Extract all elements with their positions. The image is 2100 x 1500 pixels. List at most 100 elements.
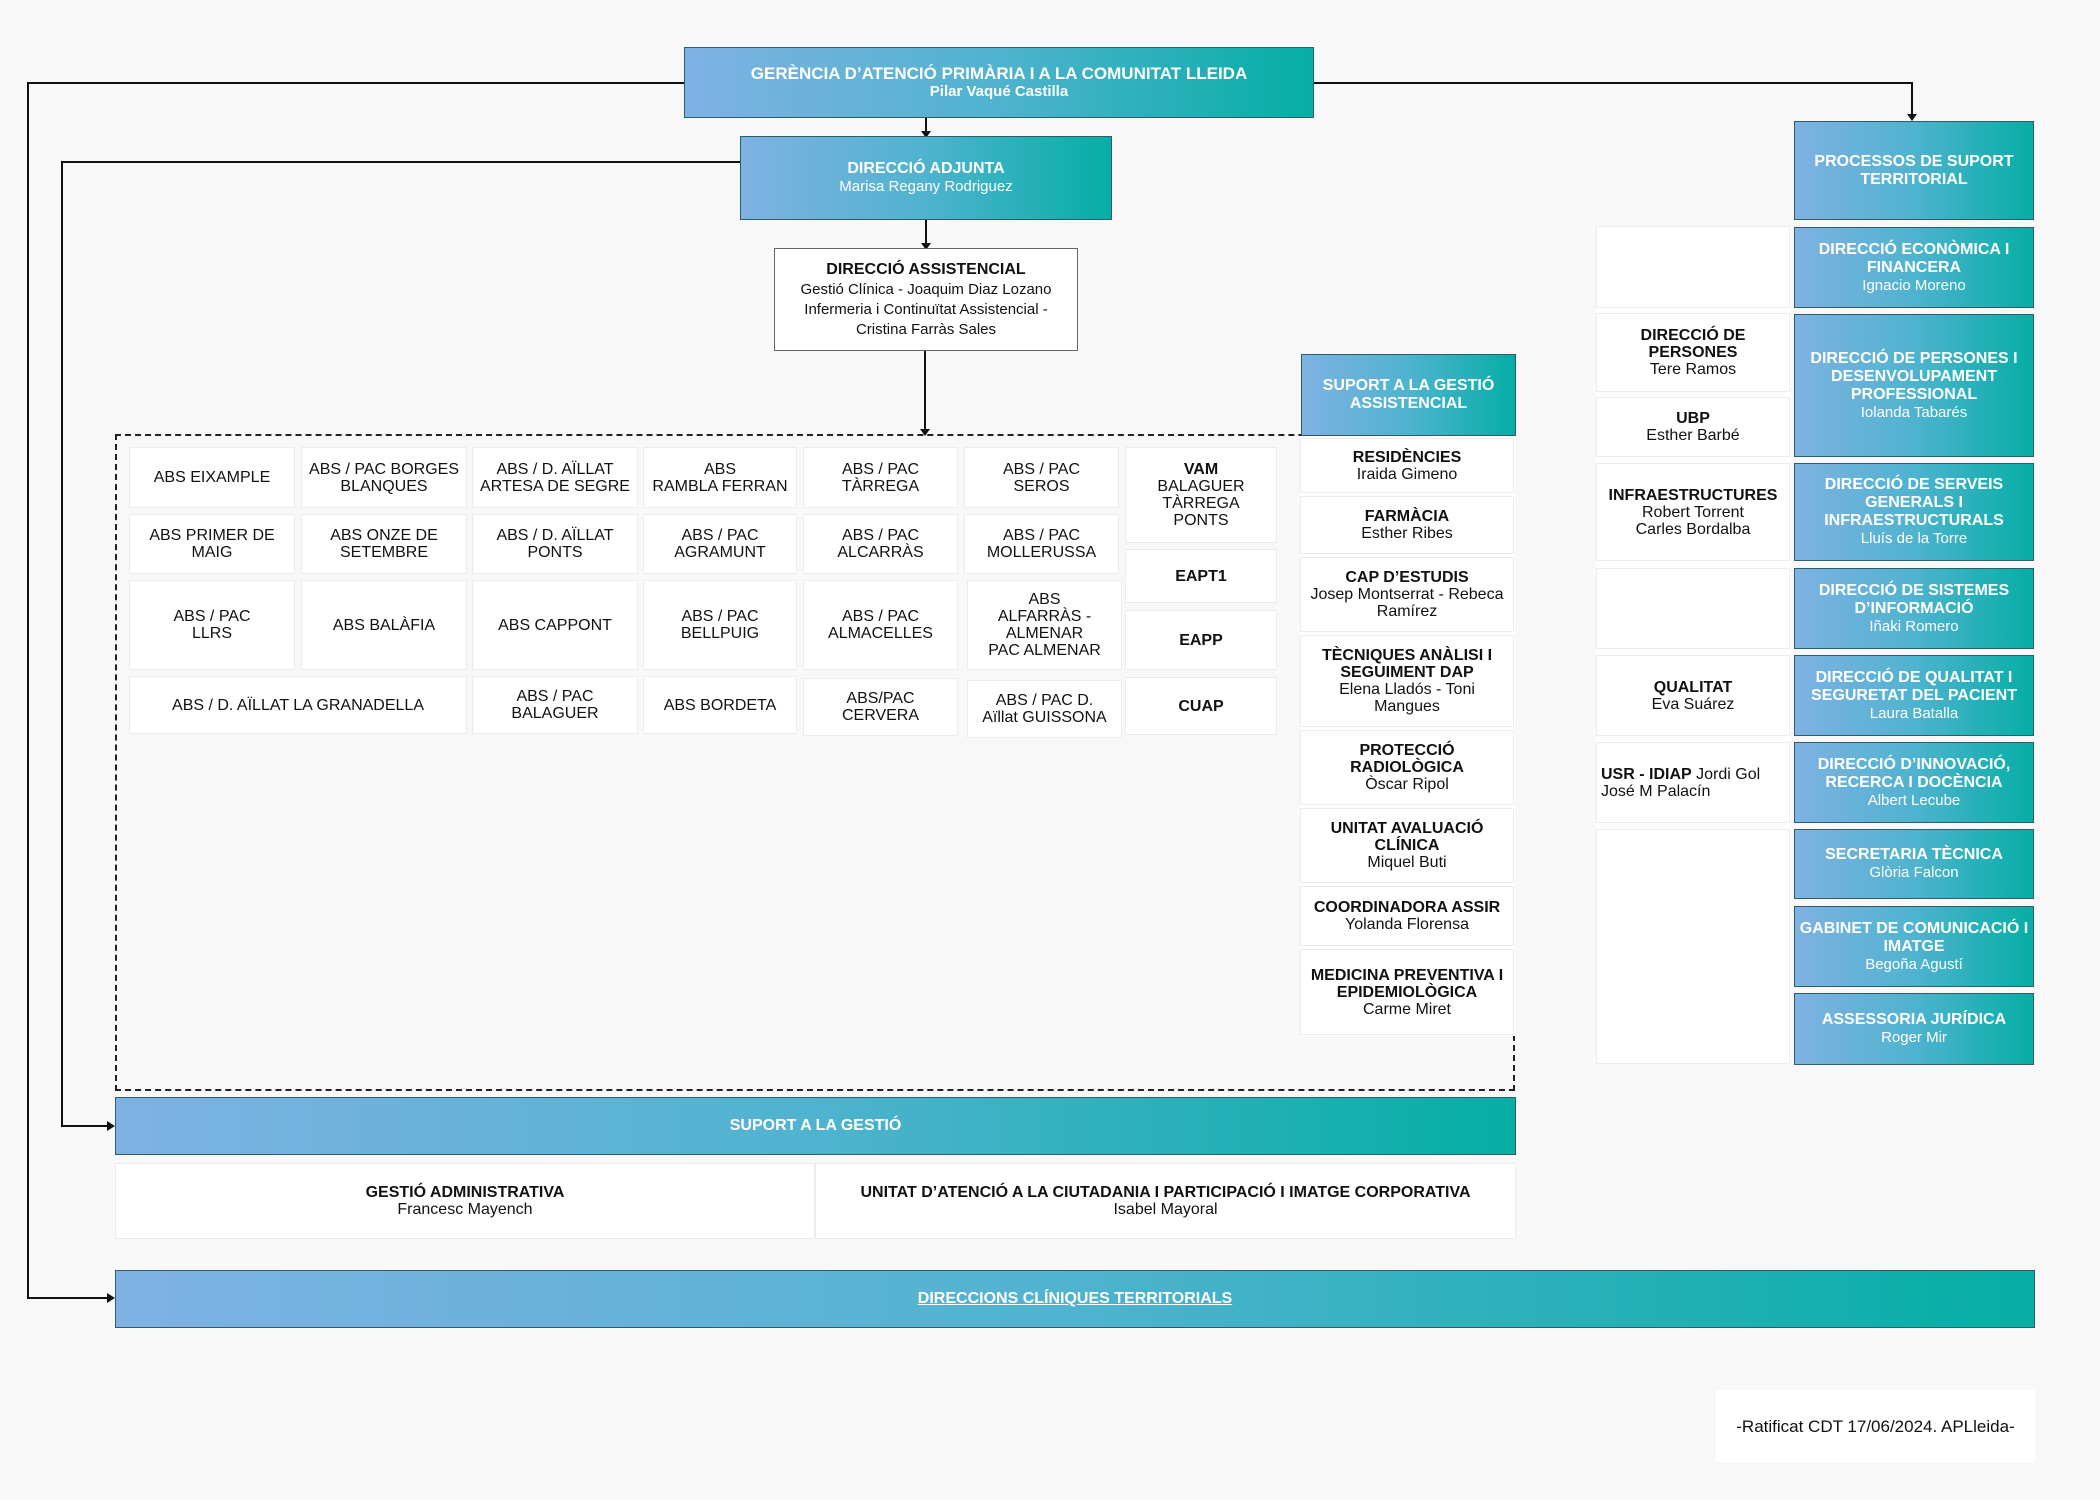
- side-usr-name2: José M Palacín: [1601, 782, 1711, 800]
- suport-item-name: Carme Miret: [1362, 1000, 1451, 1018]
- assistencial-line3: Cristina Farràs Sales: [855, 320, 997, 338]
- processos-item-name: Iolanda Tabarés: [1860, 403, 1968, 421]
- gestio-admin-title: GESTIÓ ADMINISTRATIVA: [365, 1184, 565, 1201]
- eapp-label: EAPP: [1179, 631, 1223, 649]
- direccions-cliniques-bar: DIRECCIONS CLÍNIQUES TERRITORIALS: [115, 1270, 2035, 1328]
- uac-box: UNITAT D’ATENCIÓ A LA CIUTADANIA I PARTI…: [815, 1163, 1516, 1239]
- abs-cell: ABS / PAC BALAGUER: [472, 676, 638, 734]
- assistencial-line1: Gestió Clínica - Joaquim Diaz Lozano: [800, 280, 1052, 298]
- direccio-adjunta-box: DIRECCIÓ ADJUNTA Marisa Regany Rodriguez: [740, 136, 1112, 220]
- processos-item: DIRECCIÓ DE SERVEIS GENERALS I INFRAESTR…: [1794, 463, 2034, 561]
- ratification-note: -Ratificat CDT 17/06/2024. APLleida-: [1716, 1390, 2035, 1462]
- vam-box: VAM BALAGUER TÀRREGA PONTS: [1125, 447, 1277, 543]
- cuap-label: CUAP: [1178, 697, 1224, 715]
- eapt1-label: EAPT1: [1175, 567, 1227, 585]
- processos-item-title: DIRECCIÓ DE SISTEMES D’INFORMACIÓ: [1818, 581, 2010, 617]
- processos-item-name: Lluís de la Torre: [1860, 530, 1968, 547]
- side-qualitat-title: QUALITAT: [1653, 678, 1733, 696]
- adjunta-name: Marisa Regany Rodriguez: [839, 178, 1013, 195]
- abs-cell: ABS CAPPONT: [472, 580, 638, 670]
- processos-item-name: Begoña Agustí: [1865, 955, 1963, 973]
- processos-item: GABINET DE COMUNICACIÓ I IMATGE Begoña A…: [1794, 906, 2034, 987]
- suport-item-name: Josep Montserrat - Rebeca Ramírez: [1310, 586, 1504, 620]
- suport-item-name: Miquel Buti: [1367, 854, 1447, 871]
- side-empty-box: [1596, 568, 1790, 649]
- side-ubp-box: UBP Esther Barbé: [1596, 397, 1790, 457]
- abs-cell: ABS / D. AÏLLAT LA GRANADELLA: [129, 676, 467, 734]
- gestio-admin-name: Francesc Mayench: [397, 1201, 533, 1218]
- processos-item-name: Ignacio Moreno: [1862, 276, 1966, 294]
- processos-item: DIRECCIÓ DE SISTEMES D’INFORMACIÓ Iñaki …: [1794, 568, 2034, 649]
- abs-cell: ABS / PAC TÀRREGA: [803, 447, 958, 508]
- processos-item: SECRETARIA TÈCNICA Glòria Falcon: [1794, 829, 2034, 899]
- processos-item: DIRECCIÓ ECONÒMICA I FINANCERA Ignacio M…: [1794, 227, 2034, 308]
- abs-cell: ABS / PAC BELLPUIG: [643, 580, 797, 670]
- suport-item-name: Esther Ribes: [1361, 525, 1453, 542]
- abs-cell: ABS / PAC D. Aïllat GUISSONA: [967, 680, 1122, 738]
- side-qualitat-name: Eva Suárez: [1651, 695, 1735, 713]
- suport-item: COORDINADORA ASSIR Yolanda Florensa: [1300, 886, 1514, 946]
- processos-title: PROCESSOS DE SUPORT TERRITORIAL: [1814, 152, 2014, 188]
- abs-cell: ABS / D. AÏLLAT ARTESA DE SEGRE: [472, 447, 638, 508]
- suport-gestio-title: SUPORT A LA GESTIÓ: [729, 1117, 902, 1134]
- suport-assistencial-header: SUPORT A LA GESTIÓ ASSISTENCIAL: [1301, 354, 1516, 436]
- side-empty-box: [1596, 829, 1790, 1064]
- abs-cell: ABS / PAC MOLLERUSSA: [964, 514, 1119, 574]
- vam-title: VAM: [1183, 461, 1219, 478]
- abs-cell: ABS BORDETA: [643, 676, 797, 734]
- uac-title: UNITAT D’ATENCIÓ A LA CIUTADANIA I PARTI…: [860, 1184, 1471, 1201]
- processos-item-title: DIRECCIÓ D’INNOVACIÓ, RECERCA I DOCÈNCIA: [1817, 755, 2011, 791]
- processos-item-title: DIRECCIÓ DE SERVEIS GENERALS I INFRAESTR…: [1824, 476, 2004, 529]
- processos-item: ASSESSORIA JURÍDICA Roger Mir: [1794, 993, 2034, 1065]
- processos-item-name: Albert Lecube: [1867, 791, 1961, 809]
- abs-cell: ABS / D. AÏLLAT PONTS: [472, 514, 638, 574]
- side-infra-box: INFRAESTRUCTURES Robert Torrent Carles B…: [1596, 463, 1790, 561]
- side-usr-line1: USR - IDIAP Jordi Gol: [1601, 766, 1760, 783]
- suport-item: TÈCNIQUES ANÀLISI I SEGUIMENT DAP Elena …: [1300, 635, 1514, 727]
- processos-item-title: SECRETARIA TÈCNICA: [1825, 846, 2003, 863]
- suport-item-title: RESIDÈNCIES: [1352, 448, 1462, 466]
- suport-item: FARMÀCIA Esther Ribes: [1300, 496, 1514, 554]
- processos-item-name: Laura Batalla: [1869, 704, 1959, 722]
- abs-cell: ABS / PAC ALMACELLES: [803, 580, 958, 670]
- suport-item-title: PROTECCIÓ RADIOLÒGICA: [1350, 742, 1464, 776]
- processos-item-title: DIRECCIÓ DE QUALITAT I SEGURETAT DEL PAC…: [1811, 668, 2017, 704]
- direccio-assistencial-box: DIRECCIÓ ASSISTENCIAL Gestió Clínica - J…: [774, 248, 1078, 351]
- suport-item: UNITAT AVALUACIÓ CLÍNICA Miquel Buti: [1300, 808, 1514, 883]
- abs-cell: ABS BALÀFIA: [301, 580, 467, 670]
- cuap-box: CUAP: [1125, 677, 1277, 735]
- abs-cell: ABS ONZE DE SETEMBRE: [301, 514, 467, 574]
- processos-header: PROCESSOS DE SUPORT TERRITORIAL: [1794, 121, 2034, 220]
- suport-item: CAP D’ESTUDIS Josep Montserrat - Rebeca …: [1300, 557, 1514, 632]
- suport-item-name: Òscar Ripol: [1365, 776, 1449, 793]
- suport-item-name: Iraida Gimeno: [1356, 465, 1458, 483]
- gerencia-name: Pilar Vaqué Castilla: [929, 82, 1069, 100]
- side-usr-title: USR - IDIAP: [1601, 765, 1692, 783]
- side-persones-title: DIRECCIÓ DE PERSONES: [1640, 327, 1746, 361]
- suport-item-title: TÈCNIQUES ANÀLISI I SEGUIMENT DAP: [1321, 647, 1493, 681]
- abs-cell: ABS / PAC BORGES BLANQUES: [301, 447, 467, 508]
- side-persones-name: Tere Ramos: [1649, 361, 1737, 378]
- suport-item-title: CAP D’ESTUDIS: [1345, 569, 1469, 586]
- side-infra-title: INFRAESTRUCTURES: [1608, 486, 1778, 504]
- assistencial-line2: Infermeria i Continuïtat Assistencial -: [804, 300, 1048, 318]
- direccions-cliniques-link[interactable]: DIRECCIONS CLÍNIQUES TERRITORIALS: [917, 1290, 1233, 1307]
- processos-item-name: Iñaki Romero: [1869, 617, 1959, 635]
- processos-item-title: ASSESSORIA JURÍDICA: [1821, 1011, 2007, 1028]
- assistencial-title: DIRECCIÓ ASSISTENCIAL: [826, 260, 1026, 278]
- abs-cell: ABS PRIMER DE MAIG: [129, 514, 295, 574]
- side-usr-box: USR - IDIAP Jordi Gol José M Palacín: [1596, 742, 1790, 823]
- processos-item-title: GABINET DE COMUNICACIÓ I IMATGE: [1799, 919, 2029, 955]
- processos-item-name: Glòria Falcon: [1869, 864, 1959, 881]
- abs-cell: ABS / PAC LLRS: [129, 580, 295, 670]
- suport-assistencial-title: SUPORT A LA GESTIÓ ASSISTENCIAL: [1322, 377, 1495, 412]
- uac-name: Isabel Mayoral: [1113, 1201, 1218, 1218]
- suport-item-title: FARMÀCIA: [1364, 508, 1450, 525]
- vam-places: BALAGUER TÀRREGA PONTS: [1157, 478, 1245, 529]
- processos-item: DIRECCIÓ DE PERSONES I DESENVOLUPAMENT P…: [1794, 314, 2034, 457]
- side-infra-name: Robert Torrent Carles Bordalba: [1635, 503, 1751, 538]
- abs-cell: ABS / PAC AGRAMUNT: [643, 514, 797, 574]
- abs-cell: ABS RAMBLA FERRAN: [643, 447, 797, 508]
- gerencia-box: GERÈNCIA D’ATENCIÓ PRIMÀRIA I A LA COMUN…: [684, 47, 1314, 118]
